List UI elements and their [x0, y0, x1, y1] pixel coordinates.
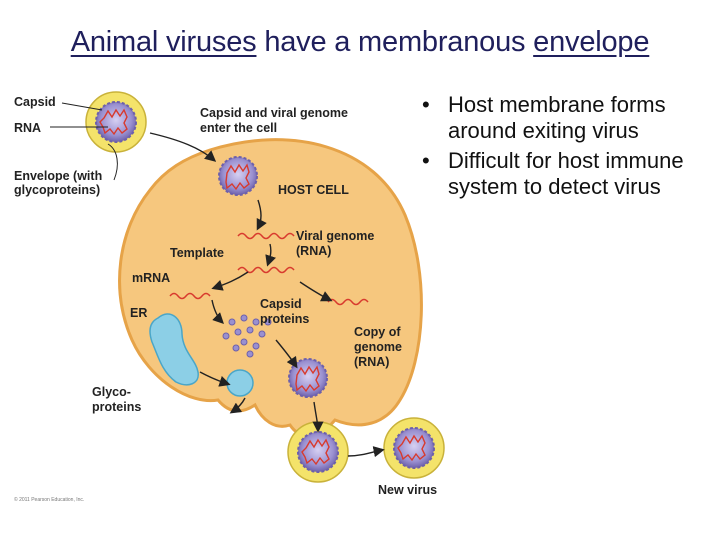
label-glyco-2: proteins [92, 400, 141, 414]
label-capsid: Capsid [14, 95, 56, 109]
budding-virion [287, 421, 349, 483]
genome-copy-rna [327, 298, 369, 306]
vesicle [226, 369, 254, 397]
label-viral-genome-1: Viral genome [296, 229, 374, 243]
title-part-animal-viruses: Animal viruses [70, 26, 257, 58]
label-copy-1: Copy of [354, 325, 401, 339]
bullet-dot: • [422, 148, 430, 173]
bullet-item: • Difficult for host immune system to de… [420, 148, 710, 200]
nucleocapsid-entered [218, 156, 258, 196]
new-virus [383, 417, 445, 479]
host-cell [118, 138, 423, 438]
label-new-virus: New virus [378, 483, 437, 497]
bullet-item: • Host membrane forms around exiting vir… [420, 92, 710, 144]
label-template: Template [170, 246, 224, 260]
label-capsid-proteins-1: Capsid [260, 297, 302, 311]
label-envelope-2: glycoproteins) [14, 183, 100, 197]
copyright-note: © 2011 Pearson Education, Inc. [14, 497, 85, 503]
er-shape [149, 313, 199, 386]
label-copy-2: genome [354, 340, 402, 354]
bullet-text: Host membrane forms around exiting virus [448, 92, 666, 143]
label-capsid-proteins-2: proteins [260, 312, 309, 326]
label-viral-genome-2: (RNA) [296, 244, 331, 258]
label-host-cell: HOST CELL [278, 183, 349, 197]
label-mrna: mRNA [132, 271, 170, 285]
mrna-strand [169, 292, 211, 300]
bullet-dot: • [422, 92, 430, 117]
title-part-middle: have a membranous [256, 26, 534, 58]
slide-title: Animal viruses have a membranous envelop… [0, 26, 720, 59]
label-enter-2: enter the cell [200, 121, 277, 135]
bullet-list: • Host membrane forms around exiting vir… [420, 92, 710, 204]
label-rna: RNA [14, 121, 41, 135]
label-envelope-1: Envelope (with [14, 169, 102, 183]
label-er: ER [130, 306, 147, 320]
label-copy-3: (RNA) [354, 355, 389, 369]
title-part-envelope: envelope [533, 26, 650, 58]
capsid-protein-dots [222, 314, 272, 358]
label-enter-1: Capsid and viral genome [200, 106, 348, 120]
template-rna [237, 266, 295, 274]
viral-genome-rna [237, 232, 295, 240]
bullet-text: Difficult for host immune system to dete… [448, 148, 684, 199]
label-glyco-1: Glyco- [92, 385, 131, 399]
entering-virion [85, 91, 147, 153]
